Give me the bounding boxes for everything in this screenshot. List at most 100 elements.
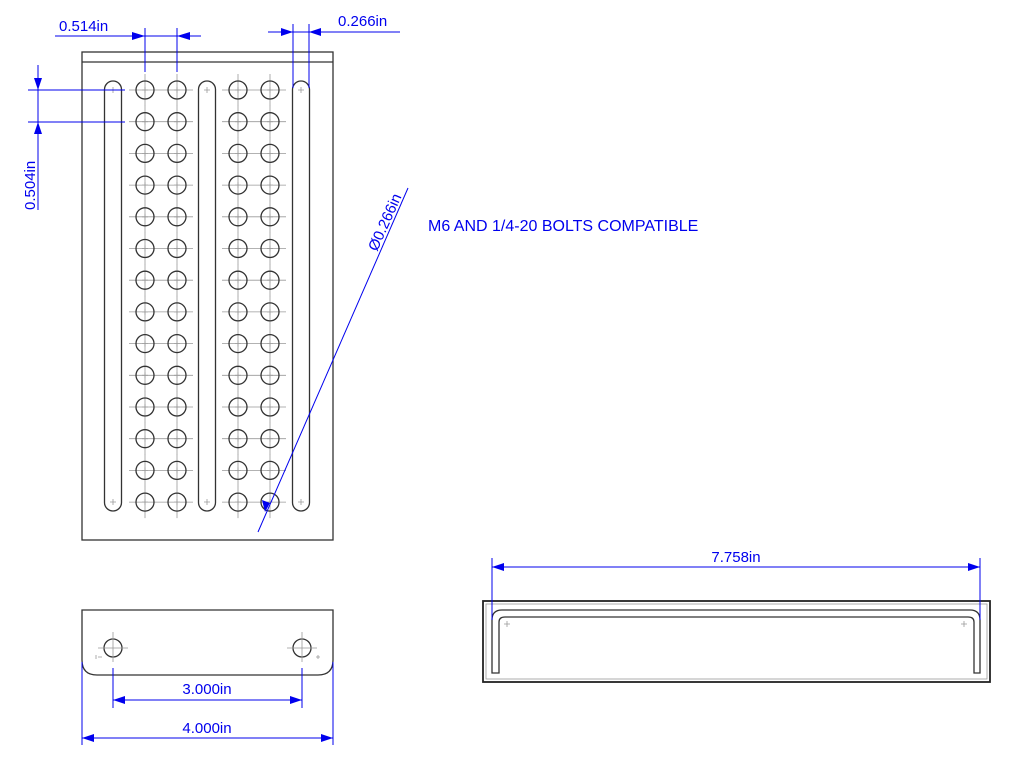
center-mark-icon — [174, 467, 180, 474]
hole-grid — [129, 74, 286, 519]
centerline-icon — [504, 621, 967, 627]
center-mark-icon — [142, 435, 148, 442]
hole — [228, 80, 248, 100]
center-mark-icon — [298, 87, 304, 505]
centerline-icon — [287, 632, 320, 662]
hole — [260, 302, 280, 322]
center-mark-icon — [110, 87, 116, 505]
center-mark-icon — [235, 87, 241, 93]
center-mark-icon — [267, 404, 273, 410]
side-view: 7.758in — [482, 549, 991, 683]
center-mark-icon — [142, 467, 148, 474]
hole — [167, 207, 187, 227]
center-mark-icon — [235, 308, 241, 315]
dimension-hole-pitch-x: 0.514in — [55, 18, 201, 72]
hole — [167, 492, 187, 512]
center-mark-icon — [235, 118, 241, 125]
hole — [260, 365, 280, 385]
dimension-label: 3.000in — [182, 681, 231, 698]
hole — [135, 80, 155, 100]
hole — [167, 460, 187, 481]
center-mark-icon — [267, 277, 273, 284]
center-mark-icon — [174, 340, 180, 347]
center-mark-icon — [174, 213, 180, 220]
center-mark-icon — [267, 150, 273, 157]
center-mark-icon — [174, 182, 180, 189]
hole — [167, 429, 187, 449]
hole — [228, 175, 248, 195]
hole — [260, 207, 280, 227]
hole — [228, 302, 248, 322]
hole — [167, 397, 187, 417]
center-mark-icon — [235, 245, 241, 252]
center-mark-icon — [142, 404, 148, 410]
center-mark-icon — [235, 467, 241, 474]
hole — [135, 429, 155, 449]
slots — [103, 80, 311, 512]
hole — [260, 397, 280, 417]
center-mark-icon — [235, 372, 241, 379]
centerline-icon — [95, 632, 128, 662]
hole — [135, 175, 155, 195]
slot — [103, 80, 123, 512]
center-mark-icon — [235, 404, 241, 410]
hole — [228, 112, 248, 132]
hole — [228, 143, 248, 164]
channel-profile — [491, 609, 981, 674]
hole — [167, 365, 187, 385]
hole — [135, 270, 155, 290]
center-mark-icon — [174, 118, 180, 125]
hole — [135, 460, 155, 481]
center-mark-icon — [235, 213, 241, 220]
hole — [135, 333, 155, 354]
hole — [135, 492, 155, 512]
center-mark-icon — [267, 467, 273, 474]
dimension-label: Ø0.266in — [365, 191, 405, 254]
center-mark-icon — [235, 340, 241, 347]
center-mark-icon — [142, 245, 148, 252]
hole — [228, 270, 248, 290]
center-mark-icon — [267, 435, 273, 442]
hole — [135, 302, 155, 322]
center-mark-icon — [235, 150, 241, 157]
hole — [260, 112, 280, 132]
hole — [167, 270, 187, 290]
center-mark-icon — [235, 277, 241, 284]
dimension-label: 0.266in — [338, 13, 387, 30]
hole — [135, 207, 155, 227]
slot — [291, 80, 311, 512]
hole — [135, 365, 155, 385]
hole — [167, 143, 187, 164]
hole — [167, 333, 187, 354]
center-mark-icon — [142, 182, 148, 189]
center-mark-icon — [142, 118, 148, 125]
hole — [135, 238, 155, 259]
center-mark-icon — [267, 308, 273, 315]
center-mark-icon — [142, 277, 148, 284]
hole — [228, 207, 248, 227]
plate-outline — [81, 51, 334, 541]
center-mark-icon — [142, 150, 148, 157]
hole — [228, 333, 248, 354]
center-mark-icon — [174, 499, 180, 506]
center-mark-icon — [267, 245, 273, 252]
slot — [197, 80, 217, 512]
center-mark-icon — [174, 277, 180, 284]
dimension-label: 7.758in — [711, 549, 760, 566]
hole — [228, 238, 248, 259]
hole — [260, 143, 280, 164]
hole — [260, 429, 280, 449]
hole — [135, 143, 155, 164]
hole — [167, 175, 187, 195]
dimension-label: 0.514in — [59, 18, 108, 35]
hole — [135, 397, 155, 417]
hole — [228, 429, 248, 449]
hole — [228, 460, 248, 481]
hole — [260, 80, 280, 100]
end-view: 3.000in 4.000in — [81, 609, 334, 745]
dimension-hole-pitch-y: 0.504in — [22, 65, 125, 210]
center-mark-icon — [235, 182, 241, 189]
hole — [135, 112, 155, 132]
center-mark-icon — [142, 308, 148, 315]
hole — [167, 80, 187, 100]
